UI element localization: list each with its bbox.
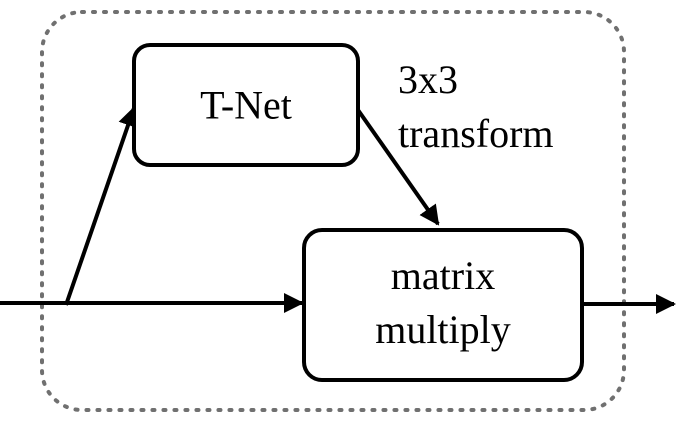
transform-label-line-1: 3x3 (398, 57, 458, 102)
matmul-node: matrix multiply (302, 228, 584, 382)
tnet-node: T-Net (132, 43, 360, 167)
transform-edge-label: 3x3 transform (398, 57, 554, 156)
tnet-label: T-Net (200, 83, 292, 128)
branch-to-tnet-edge (64, 106, 138, 306)
matmul-label-line-1: matrix (391, 253, 495, 298)
matmul-label-line-2: multiply (375, 307, 511, 352)
transform-edge (356, 108, 440, 226)
module-boundary (40, 10, 626, 412)
tnet-box (132, 43, 360, 167)
transform-label-line-2: transform (398, 111, 554, 156)
